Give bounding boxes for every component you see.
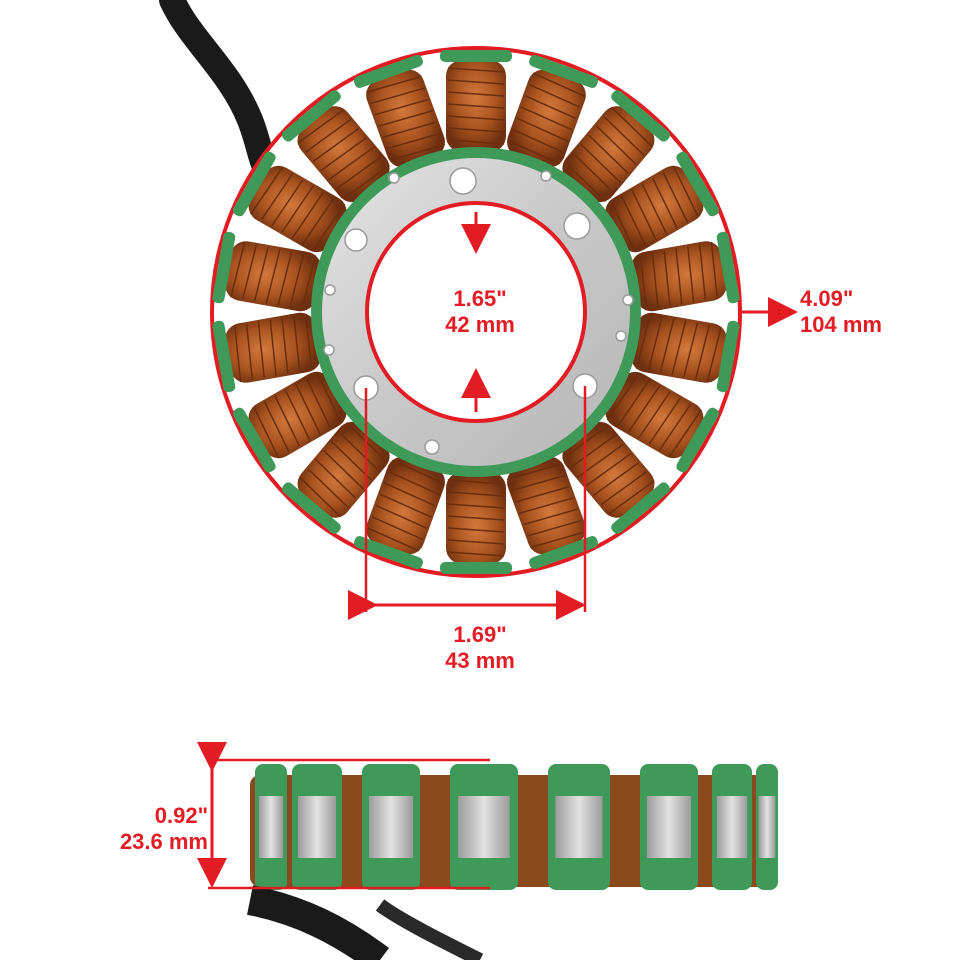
bolt-spacing-label: 1.69" 43 mm bbox=[400, 622, 560, 674]
side-pole bbox=[712, 764, 752, 890]
thickness-mm: 23.6 mm bbox=[119, 829, 208, 854]
coil bbox=[506, 456, 599, 570]
coil bbox=[212, 312, 322, 393]
side-pole bbox=[292, 764, 342, 890]
coil bbox=[232, 371, 347, 473]
coil bbox=[440, 50, 512, 152]
center-hole bbox=[365, 201, 587, 423]
inner-diameter-inches: 1.65" bbox=[453, 286, 507, 311]
side-pole bbox=[548, 764, 610, 890]
coil bbox=[507, 54, 599, 168]
inner-diameter-label: 1.65" 42 mm bbox=[420, 286, 540, 338]
outer-diameter-mm: 104 mm bbox=[800, 312, 882, 337]
coil bbox=[630, 231, 740, 312]
outer-diameter-inches: 4.09" bbox=[800, 286, 854, 311]
coil bbox=[212, 231, 322, 312]
side-pole bbox=[450, 764, 518, 890]
coil bbox=[282, 90, 390, 203]
side-pole bbox=[756, 764, 778, 890]
coil bbox=[605, 371, 720, 473]
bolt-spacing-inches: 1.69" bbox=[453, 622, 507, 647]
coil bbox=[353, 54, 446, 168]
coil bbox=[605, 151, 720, 253]
coil bbox=[630, 312, 740, 393]
side-pole bbox=[640, 764, 698, 890]
coil bbox=[562, 90, 670, 203]
coil bbox=[353, 456, 445, 570]
bolt-spacing-mm: 43 mm bbox=[445, 648, 515, 673]
outer-diameter-label: 4.09" 104 mm bbox=[800, 286, 920, 338]
coil bbox=[232, 151, 347, 253]
side-pole bbox=[255, 764, 287, 890]
stator-side-view bbox=[246, 764, 778, 965]
thickness-inches: 0.92" bbox=[154, 803, 208, 828]
thickness-label: 0.92" 23.6 mm bbox=[78, 803, 208, 855]
coil bbox=[440, 472, 512, 574]
inner-diameter-mm: 42 mm bbox=[445, 312, 515, 337]
side-pole bbox=[362, 764, 420, 890]
